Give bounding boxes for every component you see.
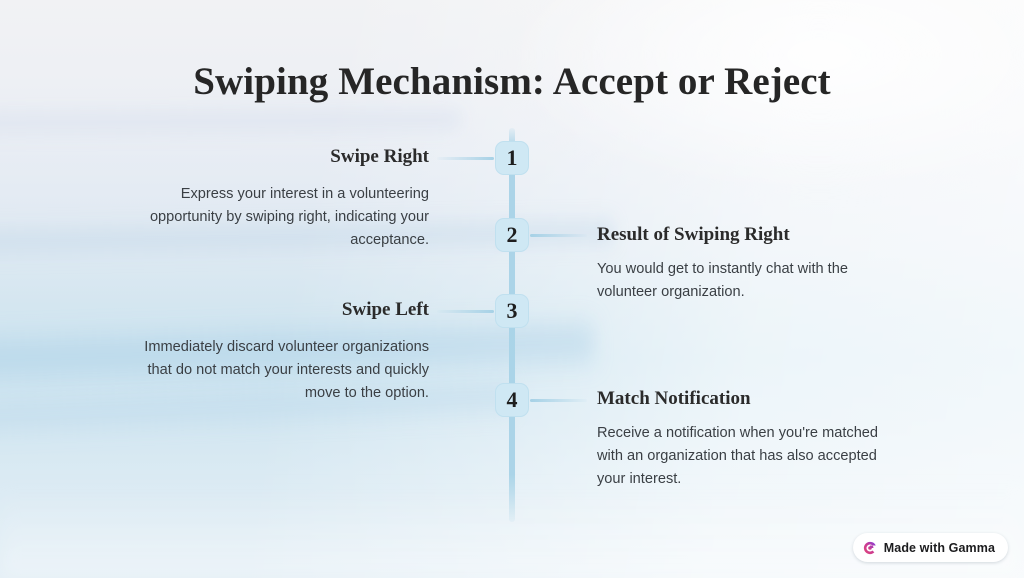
timeline-node-2[interactable]: 2	[495, 218, 529, 252]
timeline-item-1-body: Express your interest in a volunteering …	[149, 186, 429, 248]
timeline-connector-4	[530, 399, 587, 402]
timeline-node-4[interactable]: 4	[495, 383, 529, 417]
timeline-item-2-heading: Result of Swiping Right	[597, 224, 790, 245]
timeline-item-4-body: Receive a notification when you're match…	[597, 425, 879, 487]
timeline-item-2-text: Result of Swiping Right You would get to…	[597, 223, 897, 304]
background-glow	[460, 0, 1024, 214]
timeline-item-1-text: Swipe Right Express your interest in a v…	[129, 145, 429, 252]
timeline-item-4-text: Match Notification Receive a notificatio…	[597, 387, 897, 491]
timeline-item-3-text: Swipe Left Immediately discard volunteer…	[129, 298, 429, 405]
made-with-gamma-label: Made with Gamma	[883, 540, 995, 555]
timeline-item-4-heading: Match Notification	[597, 388, 751, 409]
page-title: Swiping Mechanism: Accept or Reject	[193, 60, 831, 103]
timeline-connector-2	[530, 234, 587, 237]
timeline-item-1-heading: Swipe Right	[330, 146, 429, 167]
made-with-gamma-badge[interactable]: Made with Gamma	[852, 533, 1008, 562]
timeline-node-1[interactable]: 1	[495, 141, 529, 175]
timeline-item-3-heading: Swipe Left	[341, 299, 429, 320]
timeline-connector-1	[437, 157, 494, 160]
timeline-connector-3	[437, 310, 494, 313]
timeline-node-3[interactable]: 3	[495, 294, 529, 328]
timeline-item-3-body: Immediately discard volunteer organizati…	[144, 339, 429, 401]
timeline-item-2-body: You would get to instantly chat with the…	[597, 261, 848, 300]
gamma-logo-icon	[863, 541, 877, 555]
